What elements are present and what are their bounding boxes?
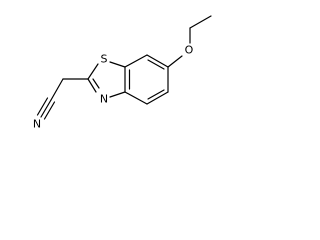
cyanomethyl-group [36, 78, 89, 120]
bond-s-c2 [87, 63, 99, 80]
ethoxy-group [167, 15, 212, 68]
bond-n-c3a [109, 91, 126, 98]
atom-oxygen-label: O [185, 44, 194, 57]
bond-c7a-s [109, 61, 126, 68]
atom-sulfur-label: S [101, 53, 108, 66]
thiazole-ring [87, 61, 126, 98]
benzene-ring [124, 54, 169, 105]
bond-ch2-cn [50, 78, 64, 101]
atom-ring-nitrogen-label: N [100, 93, 108, 106]
bond-c7-c7a [124, 54, 148, 68]
bond-cn-triple-b [36, 97, 49, 116]
bond-c6-c7-inner [147, 59, 165, 70]
bond-c3a-c4 [124, 91, 148, 105]
bond-ch2-ch3 [189, 15, 212, 29]
bond-c2-n-double [92, 78, 100, 89]
bond-c2-n [87, 78, 97, 93]
atom-nitrile-nitrogen-label: N [33, 118, 41, 131]
bond-cn-triple-a [40, 99, 52, 118]
molecule-structure: S N O N [33, 15, 212, 131]
bond-cn-triple-c [43, 101, 56, 120]
bond-c6-o [167, 55, 183, 68]
bond-c6-c7 [146, 54, 169, 68]
bond-c4-c5-inner [147, 89, 165, 100]
bond-c4-c5 [146, 91, 169, 105]
